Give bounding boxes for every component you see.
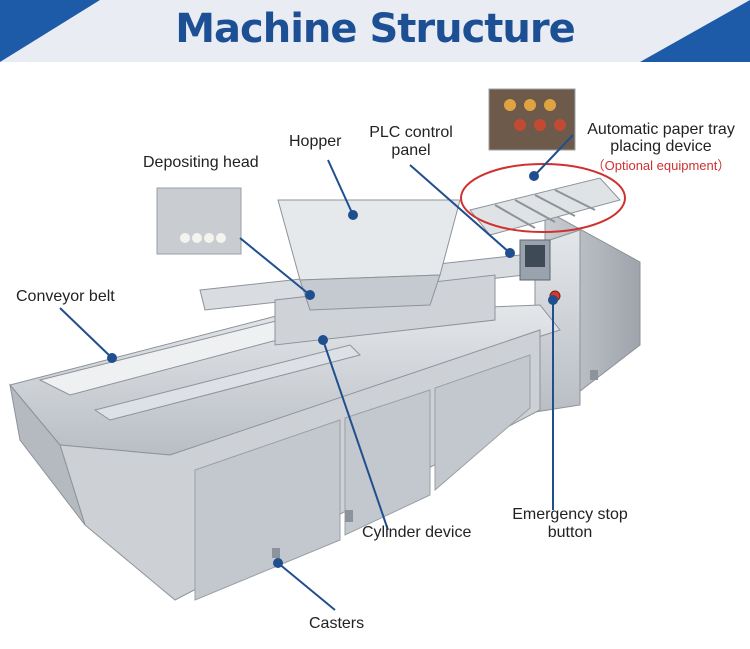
optional-equipment-label: （Optional equipment） [591, 158, 731, 173]
casters-label: Casters [309, 615, 365, 632]
hopper-label: Hopper [289, 133, 342, 150]
page-title: Machine Structure [175, 6, 576, 52]
paper-tray-inset [488, 88, 576, 151]
paper-tray-label-line1: Automatic paper tray [587, 121, 735, 138]
plc-label-line2: panel [391, 142, 431, 159]
machine-frame [9, 304, 561, 601]
right-cabinet [534, 209, 641, 413]
paper-tray-device [460, 163, 626, 236]
banner-accent-left [0, 0, 100, 62]
casters [272, 370, 598, 558]
depositing-head-label: Depositing head [143, 154, 259, 171]
plc-label-line1: PLC control [369, 124, 453, 141]
machine-illustration [9, 88, 641, 611]
plc-panel [519, 239, 561, 302]
depositing-head-inset [156, 187, 242, 255]
emergency-stop-label-line2: button [547, 524, 593, 541]
emergency-stop-label-line1: Emergency stop [512, 506, 628, 523]
banner-accent-right [640, 0, 750, 62]
paper-tray-label-line2: placing device [610, 138, 712, 155]
cylinder-device-label: Cylinder device [362, 524, 472, 541]
title-banner: Machine Structure [0, 0, 750, 62]
hopper [277, 199, 461, 311]
conveyor-belt-label: Conveyor belt [16, 288, 115, 305]
callout-lines [59, 134, 574, 611]
